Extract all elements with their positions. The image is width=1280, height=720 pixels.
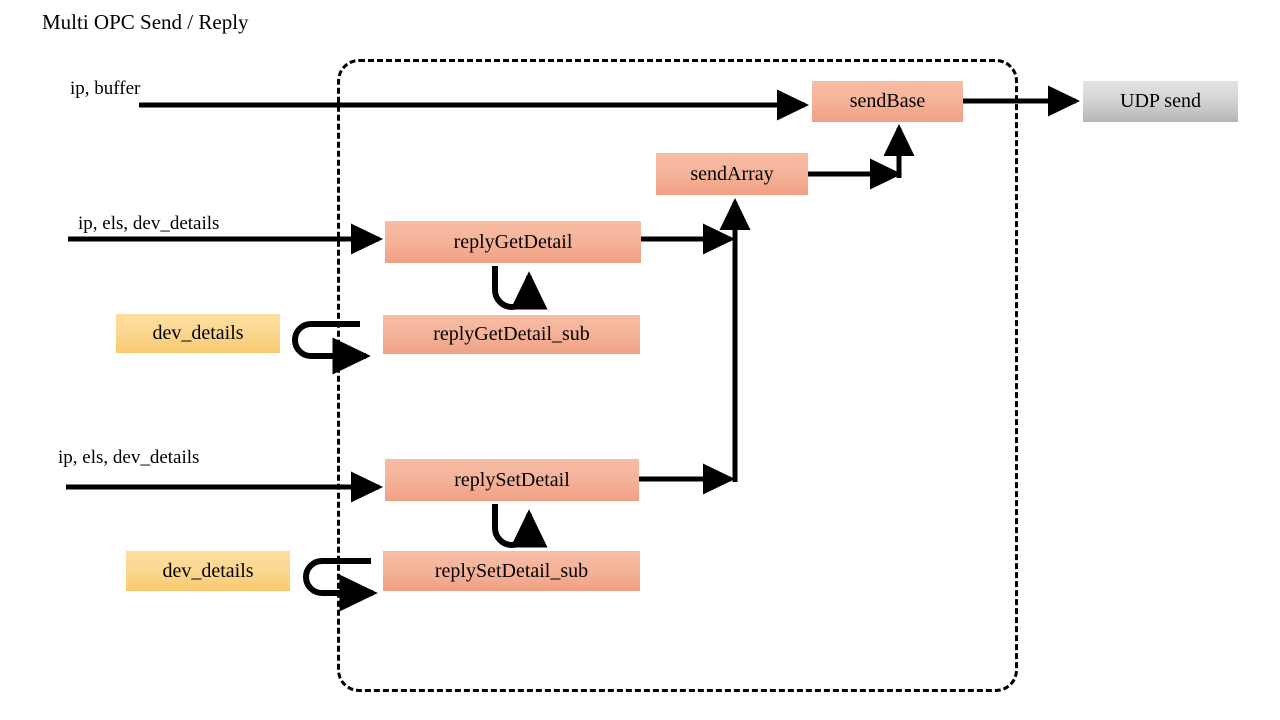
node-dev-details-get-label: dev_details: [152, 322, 244, 344]
page-title: Multi OPC Send / Reply: [42, 10, 249, 34]
edge-label-ip-els-dev-details-get: ip, els, dev_details: [78, 213, 220, 234]
node-sendarray-label: sendArray: [690, 162, 774, 185]
node-dev-details-set[interactable]: dev_details: [126, 551, 290, 591]
node-sendbase[interactable]: sendBase: [812, 81, 963, 122]
node-replygetdetail-sub[interactable]: replyGetDetail_sub: [383, 315, 640, 354]
node-udp-send-label: UDP send: [1120, 90, 1201, 112]
node-replygetdetail[interactable]: replyGetDetail: [385, 221, 641, 263]
node-replygetdetail-sub-label: replyGetDetail_sub: [433, 323, 590, 345]
edge-label-ip-els-dev-details-set: ip, els, dev_details: [58, 447, 200, 468]
node-dev-details-set-label: dev_details: [162, 559, 254, 582]
node-dev-details-get[interactable]: dev_details: [116, 314, 280, 353]
node-replysetdetail-label: replySetDetail: [454, 468, 570, 491]
node-replygetdetail-label: replyGetDetail: [453, 230, 573, 253]
node-sendbase-label: sendBase: [849, 90, 926, 112]
node-sendarray[interactable]: sendArray: [656, 153, 808, 195]
node-replysetdetail-sub[interactable]: replySetDetail_sub: [383, 551, 640, 591]
node-replysetdetail-sub-label: replySetDetail_sub: [434, 559, 589, 582]
multi-opc-module-boundary: [337, 59, 1018, 692]
edge-label-ip-buffer: ip, buffer: [70, 78, 141, 99]
node-udp-send[interactable]: UDP send: [1083, 81, 1238, 122]
node-replysetdetail[interactable]: replySetDetail: [385, 459, 639, 501]
